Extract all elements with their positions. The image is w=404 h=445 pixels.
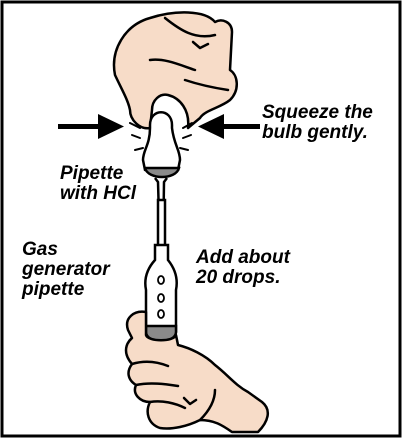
gas-label-line2: generator [22, 259, 110, 280]
hcl-pipette [143, 112, 180, 252]
gas-label-line3: pipette [22, 279, 84, 300]
squeeze-label-line1: Squeeze the [262, 102, 373, 123]
left-arrow-icon [58, 114, 124, 139]
drops-label-line1: Add about [196, 247, 290, 268]
squeeze-label-line2: bulb gently. [262, 122, 368, 143]
pipette-label-line2: with HCl [60, 183, 136, 204]
top-hand [114, 12, 237, 128]
gas-generator-pipette [145, 245, 176, 341]
pipette-label-line1: Pipette [60, 163, 123, 184]
right-arrow-icon [198, 114, 260, 139]
gas-label-line1: Gas [22, 239, 58, 260]
drops-label-line2: 20 drops. [196, 267, 280, 288]
